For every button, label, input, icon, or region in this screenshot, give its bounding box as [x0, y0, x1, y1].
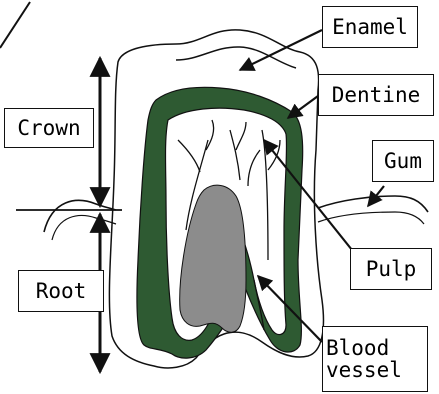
- corner-line: [0, 2, 30, 48]
- gum-label: Gum: [372, 140, 434, 182]
- gum-right-inner: [318, 212, 424, 224]
- gum-left: [44, 200, 116, 232]
- root-label: Root: [18, 270, 104, 312]
- blood-vessel-label-line-2: vessel: [326, 359, 402, 381]
- dentine-label: Dentine: [318, 74, 434, 116]
- blood-vessel-label-line-1: Blood: [326, 337, 389, 359]
- blood-vessel-label: Blood vessel: [322, 326, 428, 392]
- enamel-label: Enamel: [322, 6, 418, 48]
- gum-left-inner: [52, 216, 116, 240]
- pulp-label: Pulp: [350, 248, 432, 290]
- crown-label: Crown: [4, 108, 94, 148]
